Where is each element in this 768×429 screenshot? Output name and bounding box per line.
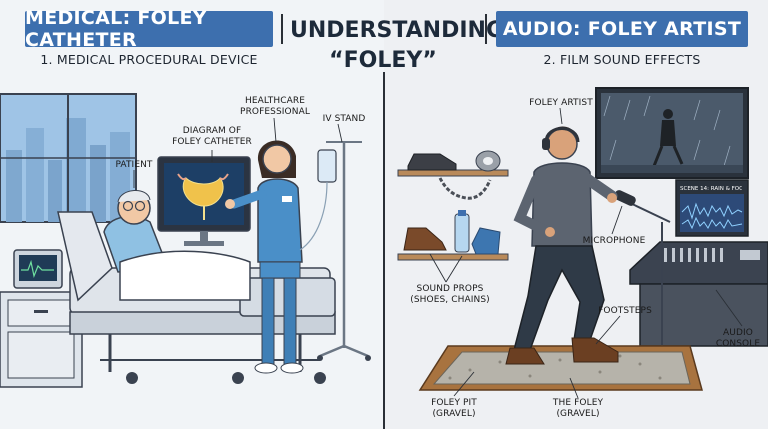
label-the-foley: THE FOLEY (GRAVEL): [552, 398, 604, 419]
foley-pit: [418, 345, 703, 391]
main-title-line1: UNDERSTANDING: [290, 18, 505, 43]
medical-banner: MEDICAL: FOLEY CATHETER: [25, 7, 273, 51]
screen-scene-title: SCENE 14: RAIN & FOOTSTEPS: [680, 186, 742, 192]
label-foley-artist: FOLEY ARTIST: [529, 98, 593, 108]
label-diagram: DIAGRAM OF FOLEY CATHETER: [172, 126, 252, 147]
label-patient: PATIENT: [115, 160, 153, 170]
film-screen: [595, 87, 749, 179]
label-sound-props: SOUND PROPS (SHOES, CHAINS): [410, 284, 490, 305]
audio-subtitle: 2. FILM SOUND EFFECTS: [543, 52, 701, 67]
prop-shelves: [397, 150, 509, 261]
medical-subtitle: 1. MEDICAL PROCEDURAL DEVICE: [40, 52, 258, 67]
label-footsteps: FOOTSTEPS: [598, 306, 652, 316]
hospital-window: [0, 93, 137, 223]
label-audio-console: AUDIO CONSOLE: [715, 328, 761, 349]
audio-console: [629, 179, 768, 347]
foley-artist-figure: [505, 126, 619, 365]
audio-banner: AUDIO: FOLEY ARTIST: [496, 11, 748, 47]
leader-lines: [133, 107, 743, 399]
label-foley-pit: FOLEY PIT (GRAVEL): [431, 398, 477, 419]
catheter-diagram-screen: [157, 156, 251, 246]
label-microphone: MICROPHONE: [582, 236, 646, 246]
bedside-cabinet: [0, 291, 83, 388]
label-iv-stand: IV STAND: [322, 114, 366, 124]
label-healthcare-professional: HEALTHCARE PROFESSIONAL: [240, 96, 310, 117]
iv-stand: [299, 141, 371, 361]
patient-figure: [103, 190, 251, 301]
vitals-monitor: [13, 249, 63, 289]
healthcare-professional-figure: [225, 140, 304, 374]
main-title-line2: “FOLEY”: [329, 48, 437, 73]
